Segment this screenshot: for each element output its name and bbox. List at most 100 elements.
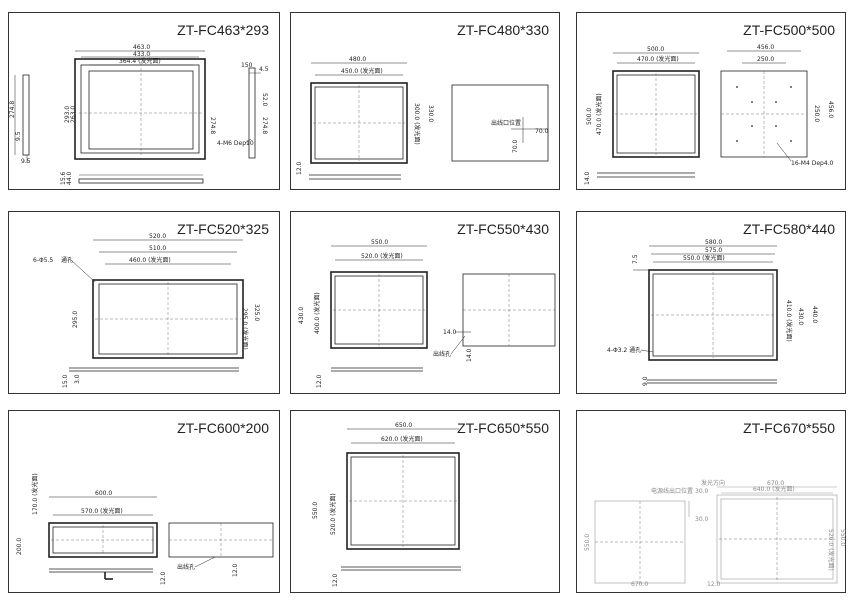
drawing-panel-zt-fc580x440: ZT-FC580*440 580.0 575.0 550.0 (发光面) 410… [576,211,846,394]
dim-h2: 520.0 (发光面) [827,529,835,571]
dim-left-b: 9.5 [21,158,31,165]
technical-drawing: 480.0 450.0 (发光面) 300.0 (发光面) 330.0 12.0… [296,56,549,180]
technical-drawing: 274.8 9.5 9.5 463.0 433.0 364.4 (发光面) 29… [9,44,269,185]
dim-h3: 274.8 [209,117,216,134]
dim-h1: 330.0 [427,105,434,122]
dim-h1: 325.0 [253,304,260,321]
dim-left-a: 9.5 [15,131,22,141]
dim-bottom: 12.0 [296,161,303,175]
dim-bottom: 12.0 [316,374,323,388]
dim-w2: 620.0 (发光面) [381,435,423,443]
technical-drawing: 550.0 520.0 (发光面) 430.0 400.0 (发光面) 12.0… [298,239,556,388]
dim-b: 14.0 [466,348,473,362]
panel-title: ZT-FC480*330 [457,22,549,38]
dim-bottom: 14.0 [584,171,591,185]
panel-title: ZT-FC670*550 [743,420,835,436]
dim-w1: 480.0 [349,56,366,63]
panel-title: ZT-FC580*440 [743,221,835,237]
dim-h2: 470.0 (发光面) [595,93,603,135]
drawing-panel-zt-fc600x200: ZT-FC600*200 600.0 570.0 (发光面) 200.0 170… [8,410,280,593]
holes-note: 4-Φ3.2 通孔 [607,346,641,354]
dim-bottom: 12.0 [332,573,339,587]
dim-w3: 364.4 (发光面) [119,57,161,65]
dim-side-52: 52.0 [261,93,268,107]
dim-w1: 600.0 [95,490,112,497]
technical-drawing: 650.0 620.0 (发光面) 550.0 520.0 (发光面) 12.0 [312,422,461,587]
dim-side-top: 150 [241,62,253,69]
dim-side: 12.0 [232,563,239,577]
dim-w2: 575.0 [705,247,722,254]
dim-b1: 15.0 [62,374,69,388]
dim-w1: 670.0 [767,480,784,487]
dim-left: 274.8 [9,101,16,118]
dim-w2: 470.0 (发光面) [637,55,679,63]
dim-h1: 200.0 [16,538,23,555]
dim-h1: 500.0 [586,108,593,125]
dim-r2: 250.0 [757,56,774,63]
screw-note: 4-M6 Dep10 [217,140,254,147]
panel-title: ZT-FC600*200 [177,420,269,436]
dim-h1: 550.0 [839,529,846,546]
panel-title: ZT-FC650*550 [457,420,549,436]
note-1: 电源线出口位置 [651,487,693,495]
outlet-note: 出线孔 [433,350,451,358]
screw-note: 16-M4 Dep4.0 [791,160,834,167]
dim-h1: 430.0 [298,307,305,324]
drawing-panel-zt-fc670x550: ZT-FC670*550 550.0 670.0 电源线出口位置 发光方向 30… [576,410,846,593]
technical-drawing: 520.0 510.0 460.0 (发光面) 325.0 295.0 (发光面… [33,233,260,388]
technical-drawing: 550.0 670.0 电源线出口位置 发光方向 30.0 30.0 670.0… [584,479,846,588]
dim-h2: 430.0 [797,308,804,325]
dim-b2: 44.0 [66,171,73,185]
outlet-note: 出线孔 [177,563,195,571]
holes-note: 6-Φ5.5 [33,257,53,264]
panel-title: ZT-FC463*293 [177,22,269,38]
drawing-panel-zt-fc550x430: ZT-FC550*430 550.0 520.0 (发光面) 430.0 400… [290,211,560,394]
dim-h2: 170.0 (发光面) [31,473,39,515]
dim-w1: 580.0 [705,239,722,246]
drawing-panel-zt-fc480x330: ZT-FC480*330 480.0 450.0 (发光面) 300.0 (发光… [290,12,560,190]
panel-title: ZT-FC520*325 [177,221,269,237]
dim-w2: 640.0 (发光面) [753,485,795,493]
drawing-panel-zt-fc650x550: ZT-FC650*550 650.0 620.0 (发光面) 550.0 520… [290,410,560,593]
dim-h3: 550.0 [584,534,591,551]
dim-side-h: 274.8 [261,117,268,134]
technical-drawing: 600.0 570.0 (发光面) 200.0 170.0 (发光面) 出线孔 … [16,473,274,585]
dim-w2: 433.0 [133,51,150,58]
dim-h3: 295.0 [72,311,79,328]
dim-r3: 250.0 [813,105,820,122]
dim-w2: 450.0 (发光面) [341,67,383,75]
technical-drawing: 580.0 575.0 550.0 (发光面) 410.0 (发光面) 430.… [607,239,818,386]
dim-w1: 500.0 [647,46,664,53]
dim-b2: 3.0 [74,374,81,384]
dim-a: 14.0 [443,329,457,336]
dim-h3: 410.0 (发光面) [785,300,793,342]
dim-o1: 70.0 [535,128,549,135]
panel-title: ZT-FC550*430 [457,221,549,237]
dim-h1: 550.0 [312,502,319,519]
dim-w2: 520.0 (发光面) [361,252,403,260]
panel-title: ZT-FC500*500 [743,22,835,38]
holes-note-2: 通孔 [61,256,73,264]
dim-w1: 550.0 [371,239,388,246]
dim-bottom: 12.0 [707,581,721,588]
dim-b1: 15.6 [60,171,67,185]
dim-o2: 70.0 [512,139,519,153]
dim-w1: 520.0 [149,233,166,240]
dim-h1: 440.0 [811,306,818,323]
drawing-panel-zt-fc500x500: ZT-FC500*500 500.0 470.0 (发光面) 500.0 470… [576,12,846,190]
technical-drawing: 500.0 470.0 (发光面) 500.0 470.0 (发光面) 14.0… [584,44,834,185]
dim-bottom: 9.0 [642,376,649,386]
dim-h1: 293.0 [64,106,71,123]
drawing-panel-zt-fc463x293: ZT-FC463*293 274.8 9.5 9.5 463.0 433.0 3… [8,12,280,190]
dim-a: 30.0 [695,488,709,495]
dim-w3: 550.0 (发光面) [683,254,725,262]
dim-w1: 650.0 [395,422,412,429]
dim-h2: 295.0 (发光面) [241,308,249,350]
dim-bottom: 12.0 [160,571,167,585]
dim-t: 7.5 [632,254,639,264]
dim-r4: 456.0 [827,101,834,118]
dim-w2: 510.0 [149,245,166,252]
dim-w1: 463.0 [133,44,150,51]
note-2: 发光方向 [701,479,725,487]
dim-h2: 263.0 [70,106,77,123]
